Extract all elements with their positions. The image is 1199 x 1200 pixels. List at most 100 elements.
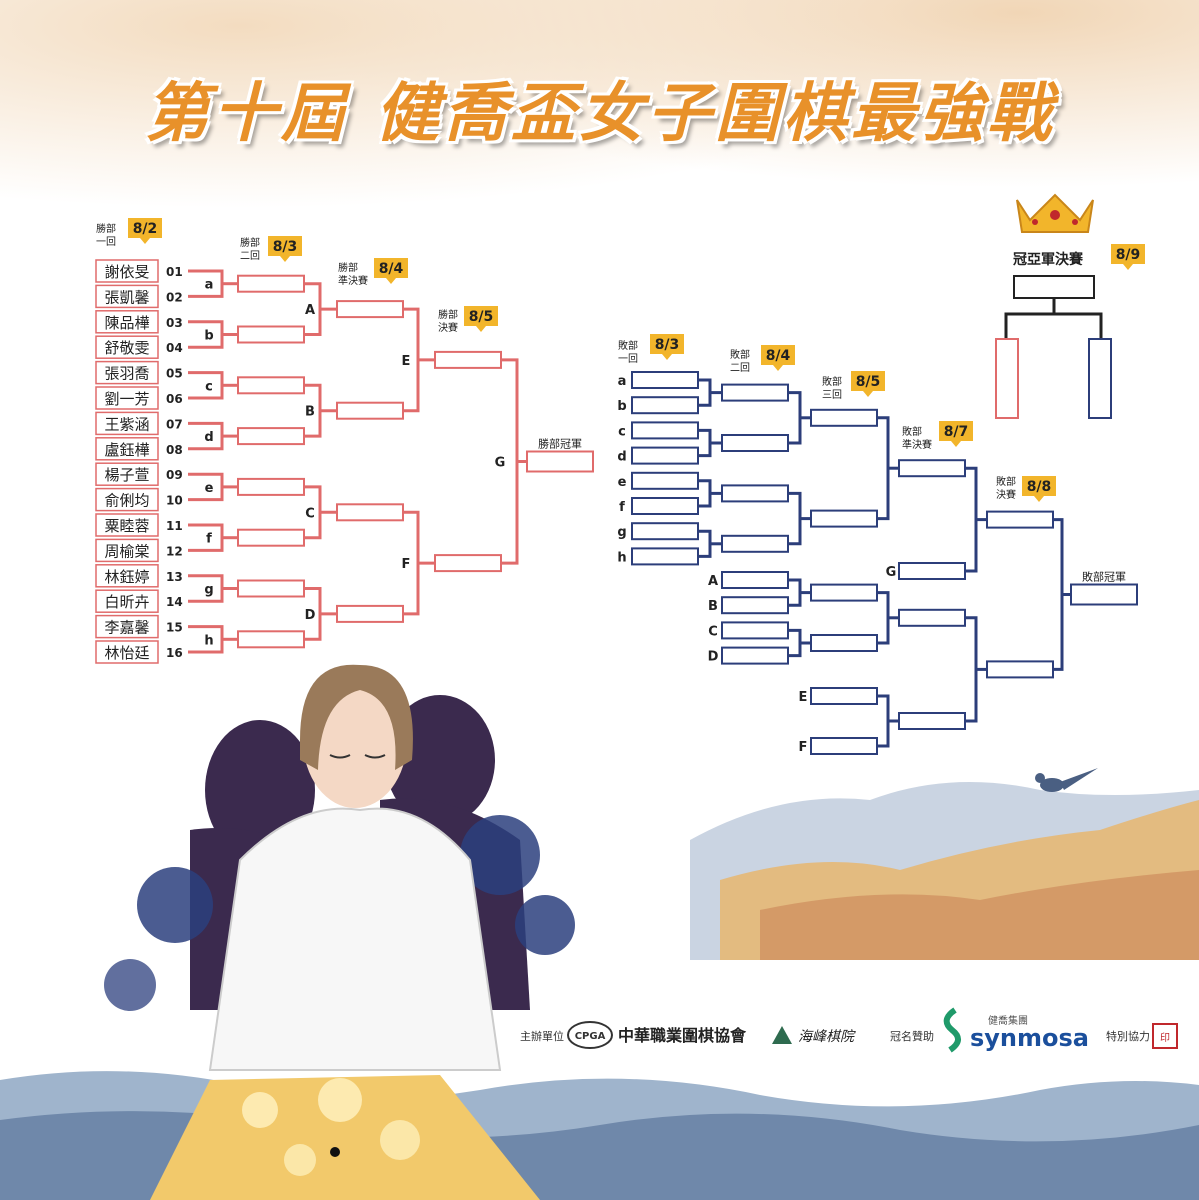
r1-match-letter-5: e: [205, 481, 214, 496]
player-seed-8: 08: [166, 443, 183, 457]
w-final-label1: 勝部: [438, 308, 458, 321]
player-seed-6: 06: [166, 392, 183, 406]
player-seed-1: 01: [166, 265, 183, 279]
player-name-1: 謝依旻: [104, 263, 149, 281]
semi-match-letter-2: F: [402, 557, 411, 572]
svg-text:印: 印: [1160, 1032, 1170, 1044]
r2-match-letter-4: D: [305, 608, 316, 623]
synmosa-logo-icon: [943, 1007, 961, 1053]
player-name-6: 劉一芳: [104, 390, 149, 408]
player-name-3: 陳品樺: [104, 314, 149, 332]
l-semi-label1: 敗部: [902, 425, 922, 438]
player-box-12: [95, 538, 159, 563]
l1-letter-2: b: [617, 399, 626, 414]
mountain-logo-icon: [772, 1026, 792, 1044]
player-name-9: 楊子萱: [104, 466, 149, 484]
organizer-name: 中華職業圍棋協會: [618, 1026, 747, 1045]
l1-letter-6: f: [619, 500, 625, 515]
w-semi-label1: 勝部: [338, 261, 358, 274]
partner-name: 海峰棋院: [798, 1029, 856, 1045]
player-box-13: [95, 564, 159, 588]
r2-match-letter-2: B: [305, 405, 315, 420]
r1-match-letter-7: g: [204, 583, 213, 598]
w-semi-badge: [374, 258, 408, 284]
player-box-7: [95, 411, 159, 436]
w-semi-date: 8/4: [379, 261, 404, 277]
w-semi-label2: 準決賽: [338, 274, 368, 287]
player-seed-16: 16: [166, 646, 183, 660]
organizer-label: 主辦單位: [520, 1029, 564, 1043]
r1-match-letter-8: h: [204, 633, 213, 648]
r1-match-letter-1: a: [205, 278, 214, 293]
player-seed-4: 04: [166, 341, 183, 355]
l-round3-label1: 敗部: [822, 375, 842, 388]
l-final-label2: 決賽: [996, 488, 1016, 501]
w-final-date: 8/5: [469, 309, 494, 325]
l-g-letter: G: [886, 565, 897, 580]
l-round3-label2: 三回: [822, 389, 842, 401]
player-box-3: [95, 310, 159, 334]
player-box-6: [95, 386, 159, 410]
l-lower-letter-1: A: [708, 574, 718, 589]
player-seed-12: 12: [166, 544, 183, 558]
player-name-16: 林怡廷: [104, 644, 149, 662]
w-round1-label1: 勝部: [96, 222, 116, 235]
losers-champion-label: 敗部冠軍: [1082, 570, 1126, 584]
w-round1-label2: 一回: [96, 236, 116, 248]
title-sponsor-label: 冠名贊助: [890, 1029, 934, 1043]
w-final-badge: [464, 306, 498, 332]
l-round3-badge: [851, 371, 885, 397]
winners-champion-slot: [526, 450, 594, 473]
r2-match-letter-3: C: [305, 506, 315, 521]
player-box-5: [95, 360, 159, 385]
w-round2-badge: [268, 236, 302, 262]
player-box-10: [95, 487, 159, 512]
player-name-13: 林鈺婷: [104, 568, 149, 586]
cpga-logo-icon: [567, 1021, 613, 1049]
w-round2-label2: 二回: [240, 250, 260, 262]
r1-match-letter-6: f: [206, 532, 212, 547]
sponsor-name: synmosa: [970, 1024, 1089, 1052]
player-name-15: 李嘉馨: [104, 619, 149, 637]
grand-final-label: 冠亞軍決賽: [1013, 251, 1084, 268]
losers-champion-slot: [1070, 583, 1138, 606]
l-round2-date: 8/4: [766, 348, 791, 364]
l-semi-label2: 準決賽: [902, 438, 932, 451]
l-semi-badge: [939, 421, 973, 447]
l-final-label1: 敗部: [996, 475, 1016, 488]
grand-winners-slot: [995, 338, 1019, 419]
player-name-10: 俞俐均: [104, 492, 149, 510]
player-box-9: [95, 462, 159, 486]
player-name-2: 張凱馨: [104, 288, 149, 306]
l-final-badge: [1022, 476, 1056, 502]
player-seed-14: 14: [166, 595, 183, 609]
player-seed-11: 11: [166, 519, 183, 533]
player-box-16: [95, 640, 159, 664]
sponsor-group: 健喬集團: [988, 1014, 1028, 1027]
l-f-letter: F: [799, 740, 808, 755]
special-label: 特別協力: [1106, 1029, 1150, 1043]
player-seed-7: 07: [166, 417, 183, 431]
l-round1-badge: [650, 334, 684, 360]
l1-letter-3: c: [618, 424, 626, 439]
player-box-15: [95, 614, 159, 639]
r1-match-letter-4: d: [204, 430, 213, 445]
l-e-letter: E: [799, 690, 808, 705]
r1-match-letter-3: c: [205, 379, 213, 394]
w-round1-date: 8/2: [133, 221, 158, 237]
r1-match-letter-2: b: [204, 329, 213, 344]
l1-letter-7: g: [617, 525, 626, 540]
l-lower-letter-2: B: [708, 599, 718, 614]
player-seed-15: 15: [166, 621, 183, 635]
player-seed-2: 02: [166, 290, 183, 304]
player-box-8: [95, 437, 159, 461]
l-round1-date: 8/3: [655, 337, 680, 353]
l-lower-letter-4: D: [708, 650, 719, 665]
grand-final-date: 8/9: [1116, 247, 1141, 263]
l1-letter-4: d: [617, 450, 626, 465]
player-name-7: 王紫涵: [104, 415, 149, 433]
player-seed-3: 03: [166, 316, 183, 330]
player-seed-5: 05: [166, 367, 183, 381]
l1-letter-1: a: [618, 374, 627, 389]
